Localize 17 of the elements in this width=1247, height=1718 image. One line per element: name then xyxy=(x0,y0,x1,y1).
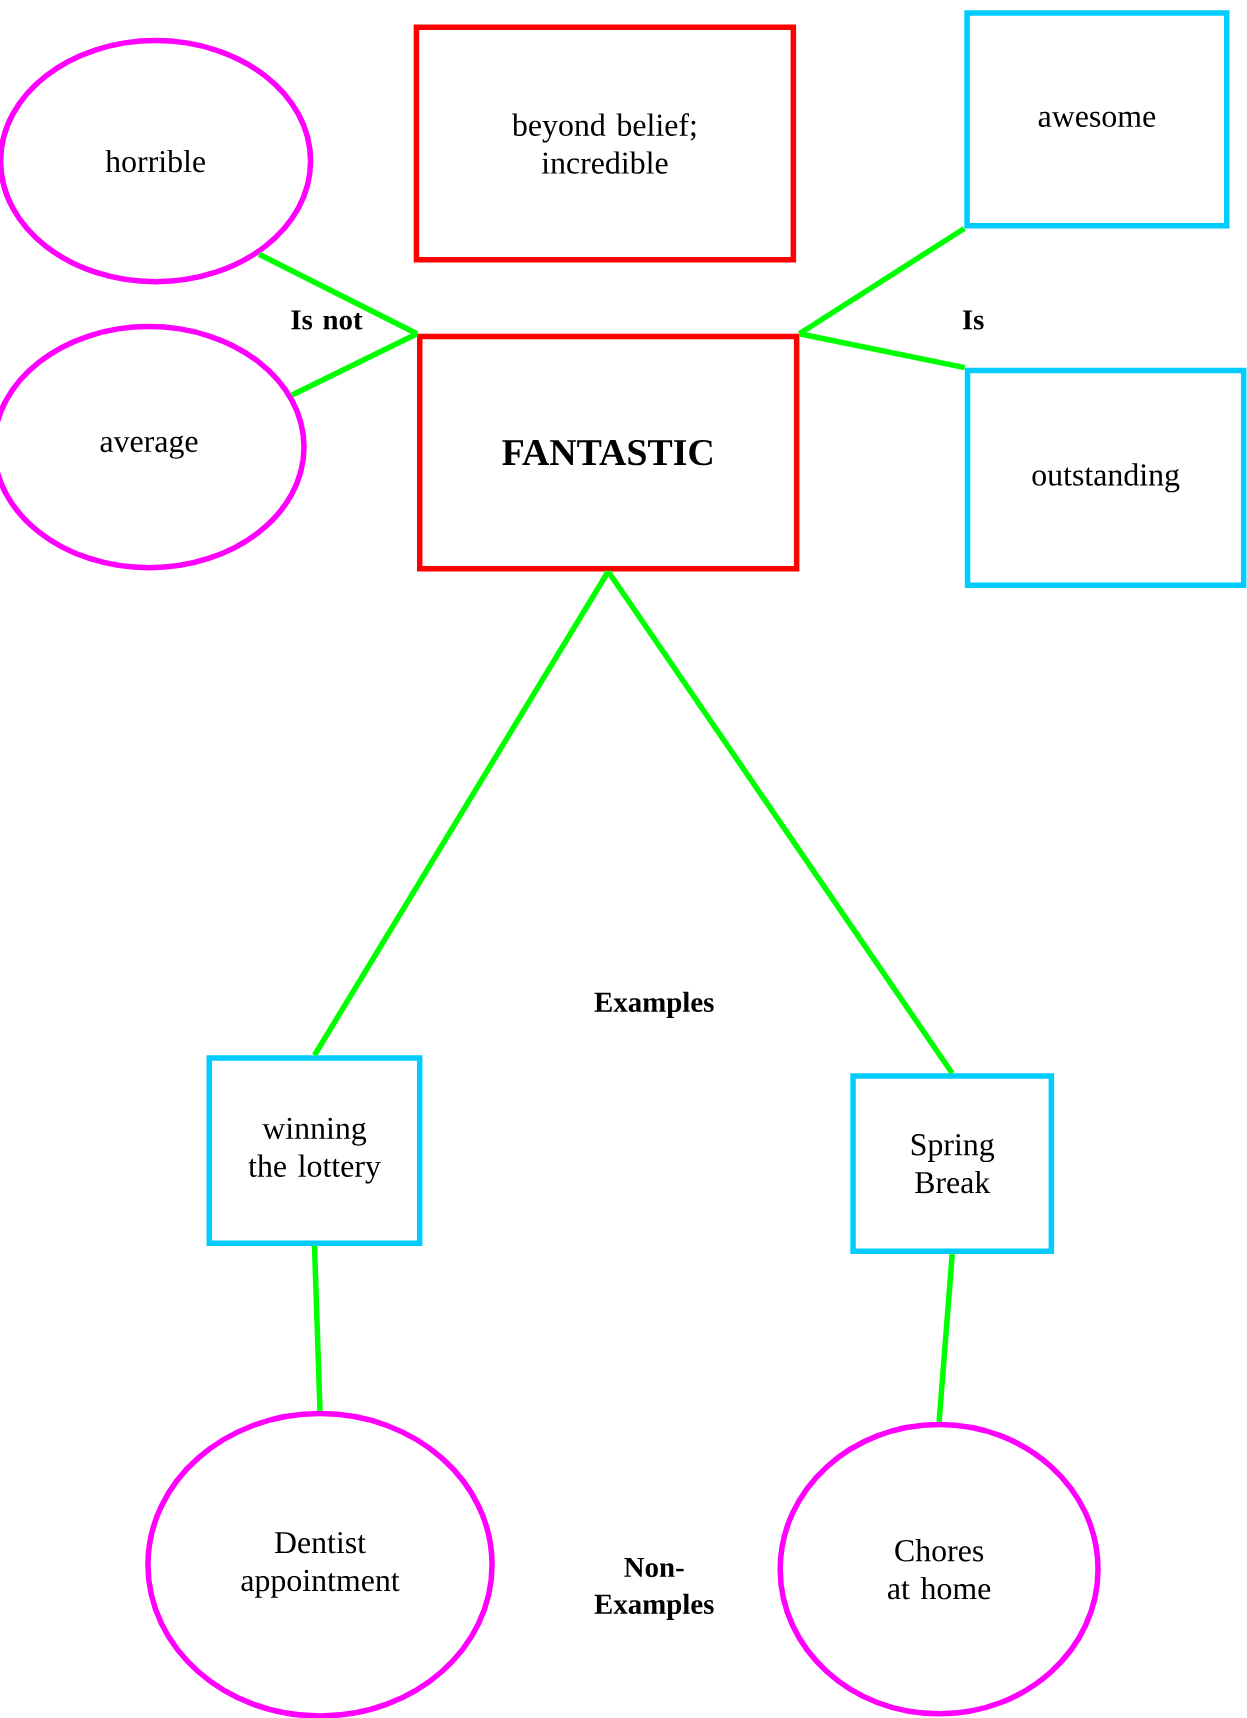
concept-box: beyond belief; incredible xyxy=(413,24,797,263)
relation-label: Examples xyxy=(594,991,714,1018)
concept-box: Spring Break xyxy=(850,1073,1055,1255)
relation-label: Is xyxy=(962,310,984,330)
concept-box: FANTASTIC xyxy=(417,333,800,572)
connector-line xyxy=(798,331,966,371)
concept-box: outstanding xyxy=(964,367,1247,588)
connector-line xyxy=(936,1253,955,1423)
connector-line xyxy=(290,331,419,398)
connector-line xyxy=(311,1245,323,1411)
connector-line xyxy=(257,251,419,337)
oval-node: Chores at home xyxy=(777,1421,1101,1717)
connector-line xyxy=(605,569,955,1075)
concept-box: awesome xyxy=(964,10,1230,229)
relation-label: Non-Examples xyxy=(594,1557,714,1620)
connector-line xyxy=(312,570,611,1057)
concept-box: winning the lottery xyxy=(206,1055,423,1246)
